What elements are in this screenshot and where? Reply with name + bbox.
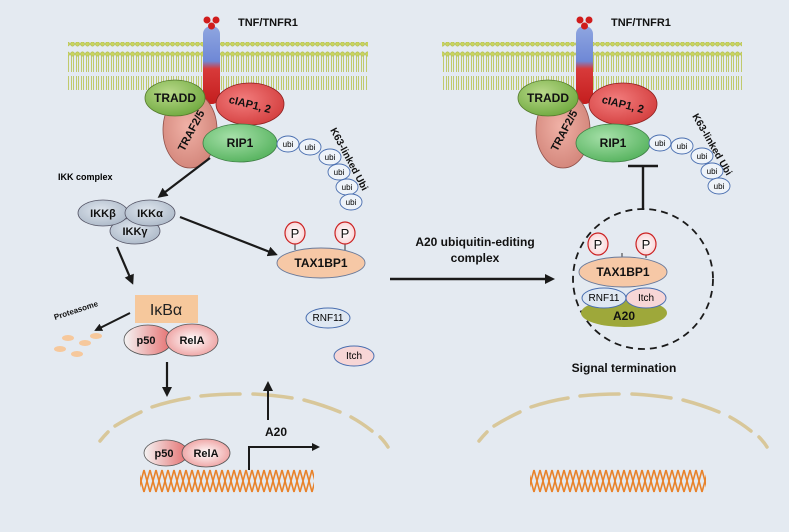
right-itch-label: Itch xyxy=(638,293,654,304)
right-ubi-chain: ubi ubi ubi ubi ubi xyxy=(648,134,731,195)
ikba-label: IκBα xyxy=(150,302,182,319)
svg-text:ubi: ubi xyxy=(283,140,294,149)
a20-complex-boundary xyxy=(572,208,714,350)
ikba-node: IκBα xyxy=(135,295,198,323)
ubi-bead: ubi xyxy=(648,134,672,152)
complex-title-line1: A20 ubiquitin-editing xyxy=(415,235,534,249)
transcription-arrow xyxy=(248,443,320,470)
left-tax-label: TAX1BP1 xyxy=(294,256,347,270)
svg-text:ubi: ubi xyxy=(342,183,353,192)
ubi-bead: ubi xyxy=(298,138,322,156)
ikk-complex: IKKβ IKKα IKKγ xyxy=(77,199,176,245)
ubi-bead: ubi xyxy=(700,162,724,180)
right-rip1-node: RIP1 xyxy=(575,123,651,163)
left-receptor-label: TNF/TNFR1 xyxy=(238,17,298,29)
left-tnfr1-receptor xyxy=(203,16,220,104)
svg-text:ubi: ubi xyxy=(346,198,357,207)
ikkb-label: IKKβ xyxy=(90,208,116,220)
left-rip1-label: RIP1 xyxy=(227,136,254,150)
right-a20-label: A20 xyxy=(613,309,635,323)
ubi-bead: ubi xyxy=(707,177,731,195)
proteasome-label: Proteasome xyxy=(53,299,100,322)
nfkb-nucleus: p50 RelA xyxy=(143,438,231,468)
svg-text:ubi: ubi xyxy=(655,139,666,148)
right-tnfr1-receptor xyxy=(576,16,593,104)
nuc-rela-label: RelA xyxy=(193,448,218,460)
svg-text:ubi: ubi xyxy=(707,167,718,176)
right-nuclear-envelope xyxy=(477,392,769,449)
left-p1-label: P xyxy=(291,226,300,241)
right-rnf11-label: RNF11 xyxy=(589,293,620,304)
ubi-bead: ubi xyxy=(318,148,342,166)
ubi-bead: ubi xyxy=(335,178,359,196)
arrow-rip1-to-ikk xyxy=(157,157,211,198)
arrow-ikba-to-proteasome xyxy=(94,312,131,331)
ubi-bead: ubi xyxy=(276,135,300,153)
ikkg-label: IKKγ xyxy=(122,226,148,238)
right-rnf11-node: RNF11 xyxy=(581,287,627,309)
rela-label: RelA xyxy=(179,335,204,347)
ubi-bead: ubi xyxy=(339,193,363,211)
free-rnf11-label: RNF11 xyxy=(313,313,344,324)
right-tax-label: TAX1BP1 xyxy=(596,265,649,279)
free-itch-node: Itch xyxy=(333,345,375,367)
svg-text:ubi: ubi xyxy=(677,142,688,151)
svg-text:ubi: ubi xyxy=(305,143,316,152)
ubi-bead: ubi xyxy=(690,147,714,165)
right-rip1-label: RIP1 xyxy=(600,136,627,150)
right-p2-label: P xyxy=(642,237,651,252)
arrow-ikk-to-tax1bp1 xyxy=(179,215,278,257)
svg-text:ubi: ubi xyxy=(325,153,336,162)
ikk-complex-label: IKK complex xyxy=(58,172,113,182)
left-ciap-node: cIAP1, 2 xyxy=(215,82,285,126)
right-tradd-node: TRADD xyxy=(517,79,579,117)
signal-termination-label: Signal termination xyxy=(572,361,677,375)
a20-gene-label: A20 xyxy=(265,425,287,439)
p50-label: p50 xyxy=(137,335,156,347)
left-tax1bp1-node: P P TAX1BP1 xyxy=(276,221,366,279)
left-ubi-chain: ubi ubi ubi ubi ubi ubi xyxy=(276,135,363,211)
left-tradd-label: TRADD xyxy=(154,91,196,105)
left-p2-label: P xyxy=(341,226,350,241)
right-receptor-label: TNF/TNFR1 xyxy=(611,17,671,29)
complex-title-line2: complex xyxy=(451,251,500,265)
svg-text:ubi: ubi xyxy=(334,168,345,177)
arrow-ikk-to-ikba xyxy=(115,246,134,285)
nuc-p50-label: p50 xyxy=(155,448,174,460)
right-itch-node: Itch xyxy=(625,287,667,309)
left-tradd-node: TRADD xyxy=(144,79,206,117)
right-ciap-node: cIAP1, 2 xyxy=(588,82,658,126)
left-rip1-node: RIP1 xyxy=(202,123,278,163)
right-dna xyxy=(530,468,706,494)
svg-text:ubi: ubi xyxy=(697,152,708,161)
inhibition-symbol xyxy=(628,164,658,210)
ubi-bead: ubi xyxy=(670,137,694,155)
ubi-bead: ubi xyxy=(327,163,351,181)
svg-text:ubi: ubi xyxy=(714,182,725,191)
right-tradd-label: TRADD xyxy=(527,91,569,105)
proteasome-fragments xyxy=(54,333,102,357)
ikka-label: IKKα xyxy=(137,208,163,220)
right-tax1bp1-node: P P TAX1BP1 xyxy=(578,232,668,288)
left-dna xyxy=(140,468,314,494)
free-rnf11-node: RNF11 xyxy=(305,307,351,329)
left-nuclear-envelope xyxy=(98,392,390,449)
free-itch-label: Itch xyxy=(346,351,362,362)
right-p1-label: P xyxy=(594,237,603,252)
nfkb-cytoplasm: p50 RelA xyxy=(123,323,219,357)
